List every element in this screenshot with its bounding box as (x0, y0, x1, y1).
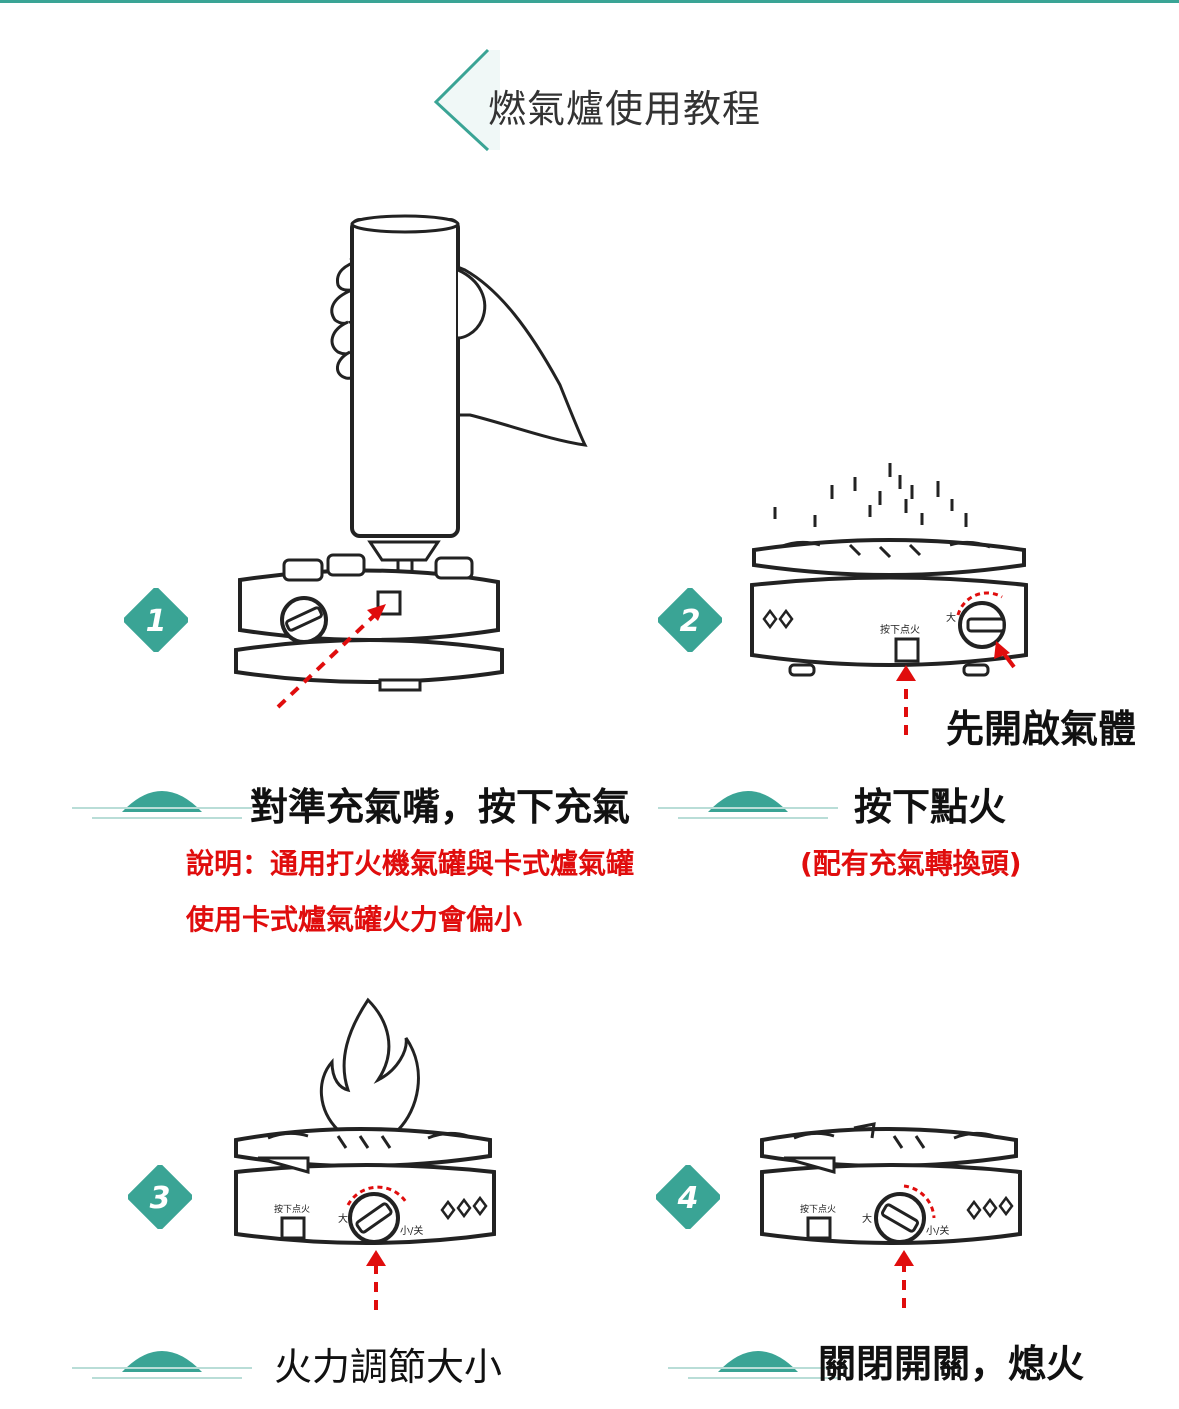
page-title: 燃氣爐使用教程 (488, 78, 761, 133)
step4-badge-icon: 4 (656, 1165, 720, 1229)
step1-number: 1 (146, 604, 167, 639)
stove3-ignite-label: 按下点火 (274, 1203, 310, 1215)
step2-number: 2 (680, 604, 701, 639)
step4-illustration: 按下点火 大 小/关 (754, 1108, 1034, 1308)
top-border (0, 0, 1179, 3)
stove-big-label: 大 (946, 611, 956, 624)
stove-ignite-label: 按下点火 (880, 623, 920, 636)
step3-illustration: 按下点火 大 小/关 (228, 990, 508, 1310)
stove3-small-label: 小/关 (400, 1224, 423, 1237)
stove3-big-label: 大 (338, 1212, 348, 1225)
step1-note-line1: 說明：通用打火機氣罐與卡式爐氣罐 (186, 842, 634, 882)
step3-number: 3 (150, 1181, 171, 1216)
caption-deco-2 (658, 770, 838, 830)
stove4-small-label: 小/关 (926, 1224, 949, 1237)
step2-side-label: 先開啟氣體 (946, 698, 1136, 753)
stove4-big-label: 大 (862, 1212, 872, 1225)
step4-caption: 關閉開關，熄火 (818, 1333, 1084, 1388)
stove4-ignite-label: 按下点火 (800, 1203, 836, 1215)
caption-deco-3 (72, 1330, 252, 1390)
caption-deco-1 (72, 770, 252, 830)
step2-caption: 按下點火 (854, 776, 1006, 831)
step4-number: 4 (677, 1181, 699, 1216)
step1-badge-icon: 1 (124, 588, 188, 652)
step3-badge-icon: 3 (128, 1165, 192, 1229)
step1-note-line2: 使用卡式爐氣罐火力會偏小 (186, 898, 522, 938)
step1-caption: 對準充氣嘴，按下充氣 (250, 776, 630, 831)
step3-caption: 火力調節大小 (274, 1336, 502, 1391)
step2-note: (配有充氣轉換頭) (800, 842, 1022, 882)
step2-badge-icon: 2 (658, 588, 722, 652)
step1-illustration (230, 210, 590, 720)
